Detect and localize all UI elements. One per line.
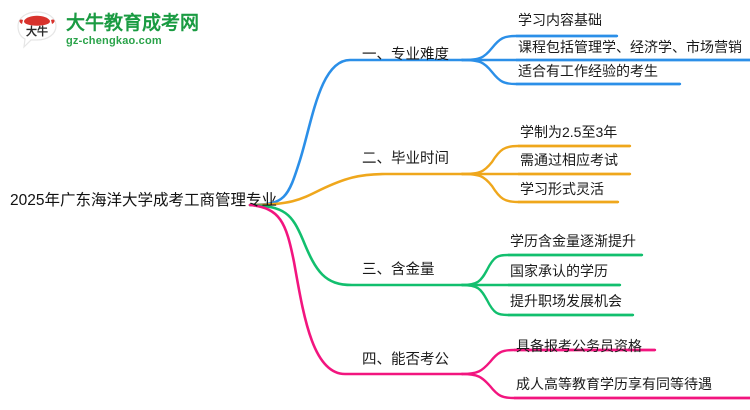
svg-text:大牛: 大牛	[26, 24, 48, 38]
mindmap-leaf-node-4-1: 具备报考公务员资格	[516, 338, 642, 354]
mindmap-leaf-node-3-2: 国家承认的学历	[510, 263, 608, 279]
mindmap-root-node: 2025年广东海洋大学成考工商管理专业	[10, 192, 277, 209]
logo-title: 大牛教育成考网	[66, 12, 200, 34]
mindmap-branch-node-3: 三、含金量	[362, 262, 435, 278]
site-logo: 大牛 大牛教育成考网 gz-chengkao.com	[14, 8, 239, 52]
mindmap-branch-node-1: 一、专业难度	[362, 47, 449, 63]
mindmap-leaf-node-4-2: 成人高等教育学历享有同等待遇	[516, 376, 712, 392]
mindmap-leaf-node-3-1: 学历含金量逐渐提升	[510, 233, 636, 249]
logo-text-group: 大牛教育成考网 gz-chengkao.com	[66, 14, 199, 47]
mindmap-branch-node-4: 四、能否考公	[362, 352, 449, 368]
edge-root-to-branch-2	[248, 172, 464, 207]
mindmap-branch-node-2: 二、毕业时间	[362, 151, 449, 167]
mindmap-leaf-node-1-1: 学习内容基础	[518, 12, 602, 28]
edge-root-to-branch-1	[248, 58, 464, 207]
mindmap-leaf-node-1-2: 课程包括管理学、经济学、市场营销	[518, 39, 742, 55]
mindmap-leaf-node-2-2: 需通过相应考试	[520, 152, 618, 168]
mindmap-leaf-node-2-1: 学制为2.5至3年	[520, 124, 618, 140]
mindmap-leaf-node-3-3: 提升职场发展机会	[510, 293, 622, 309]
mindmap-leaf-node-1-3: 适合有工作经验的考生	[518, 63, 658, 79]
cow-head-speech-bubble-logo-icon: 大牛	[14, 9, 60, 51]
edge-root-to-branch-4	[248, 203, 464, 376]
logo-subtitle: gz-chengkao.com	[66, 34, 162, 47]
mindmap-leaf-node-2-3: 学习形式灵活	[520, 181, 604, 197]
